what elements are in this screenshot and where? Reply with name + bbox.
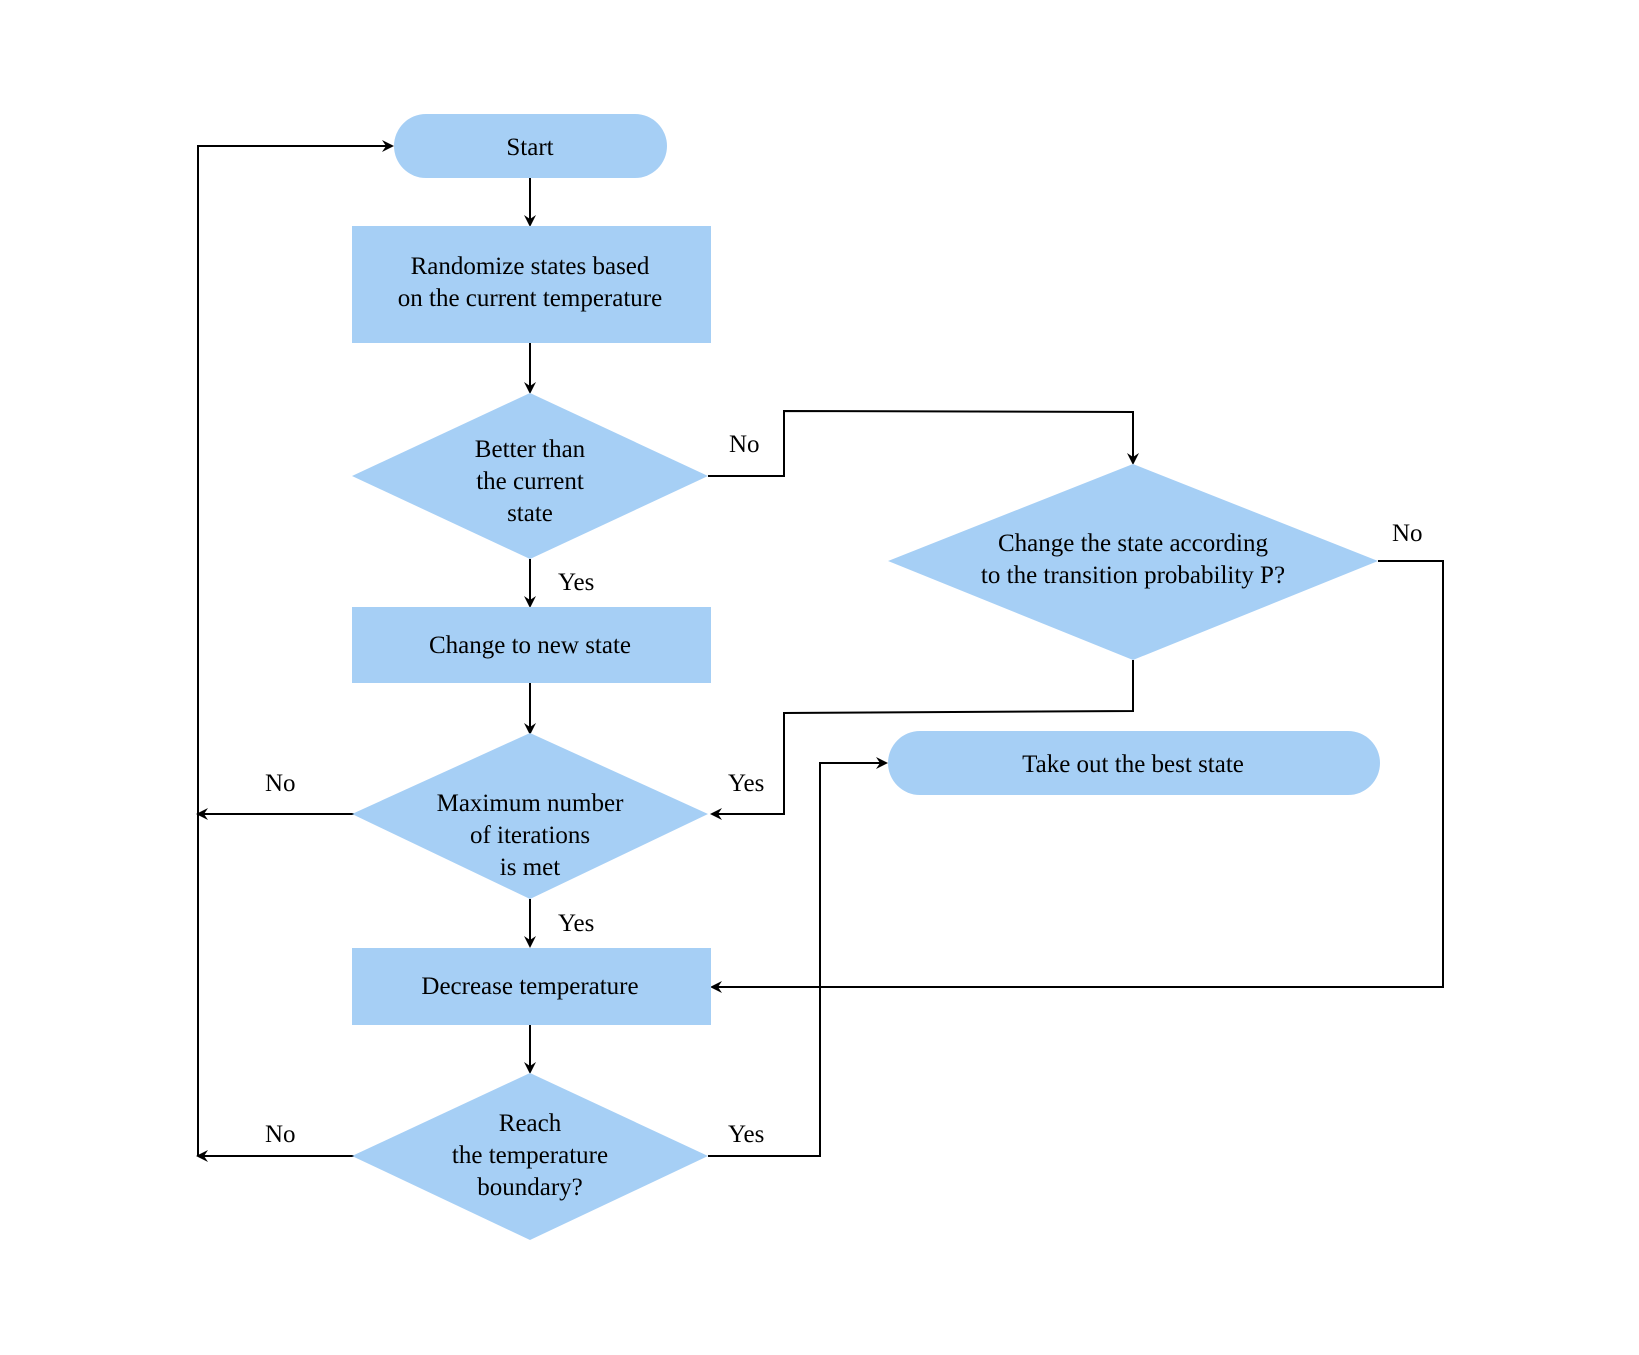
take-best-terminal[interactable] xyxy=(888,731,1380,795)
text-line: Take out the best state xyxy=(1022,751,1244,778)
text-line: to the transition probability P? xyxy=(981,562,1285,589)
text-line: on the current temperature xyxy=(398,285,662,312)
text-line: Decrease temperature xyxy=(421,973,638,1000)
edge-labels: No Yes No Yes No Yes No Yes xyxy=(265,431,1423,1148)
text-line: the temperature xyxy=(452,1142,608,1169)
text-line: boundary? xyxy=(477,1174,583,1201)
start-terminal[interactable] xyxy=(394,114,667,178)
transition-yes-label: Yes xyxy=(728,770,764,797)
text-line: Reach xyxy=(499,1110,562,1137)
edge-transition-yes-to-max-iter xyxy=(710,660,1134,820)
text-line: Change to new state xyxy=(429,632,631,659)
edge-transition-no-to-decrease xyxy=(710,560,1444,993)
edge-better-no-to-transition xyxy=(708,409,1139,477)
text-line: Start xyxy=(506,134,553,161)
randomize-label: Randomize states based on the current tem… xyxy=(398,253,662,312)
max-iter-decision[interactable] xyxy=(352,733,708,899)
text-line: of iterations xyxy=(470,822,590,849)
reach-no-label: No xyxy=(265,1121,296,1148)
better-label: Better than the current state xyxy=(475,436,586,527)
start-label: Start xyxy=(506,134,553,161)
text-line: is met xyxy=(500,854,560,881)
take-best-label: Take out the best state xyxy=(1022,751,1244,778)
edges xyxy=(196,140,1444,1162)
better-no-label: No xyxy=(729,431,760,458)
randomize-process[interactable] xyxy=(352,226,711,343)
reach-decision[interactable] xyxy=(352,1073,708,1240)
reach-yes-label: Yes xyxy=(728,1121,764,1148)
decrease-label: Decrease temperature xyxy=(421,973,638,1000)
max-iter-label: Maximum number of iterations is met xyxy=(437,790,624,881)
decrease-process[interactable] xyxy=(352,948,711,1025)
change-new-label: Change to new state xyxy=(429,632,631,659)
text-line: Randomize states based xyxy=(411,253,650,280)
change-new-process[interactable] xyxy=(352,607,711,683)
transition-no-label: No xyxy=(1392,520,1423,547)
text-line: Maximum number xyxy=(437,790,624,817)
edge-reach-yes-to-take-best xyxy=(708,757,888,1157)
nodes: Start Randomize states based on the curre… xyxy=(352,114,1380,1240)
max-iter-no-label: No xyxy=(265,770,296,797)
transition-decision[interactable] xyxy=(888,464,1378,660)
text-line: Better than xyxy=(475,436,586,463)
transition-label: Change the state according to the transit… xyxy=(981,530,1285,589)
text-line: Change the state according xyxy=(998,530,1269,557)
edge-loop-back-to-start xyxy=(197,140,394,1156)
reach-label: Reach the temperature boundary? xyxy=(452,1110,608,1201)
better-yes-label: Yes xyxy=(558,569,594,596)
text-line: the current xyxy=(476,468,584,495)
text-line: state xyxy=(507,500,553,527)
max-iter-yes-label: Yes xyxy=(558,910,594,937)
better-decision[interactable] xyxy=(352,393,708,559)
